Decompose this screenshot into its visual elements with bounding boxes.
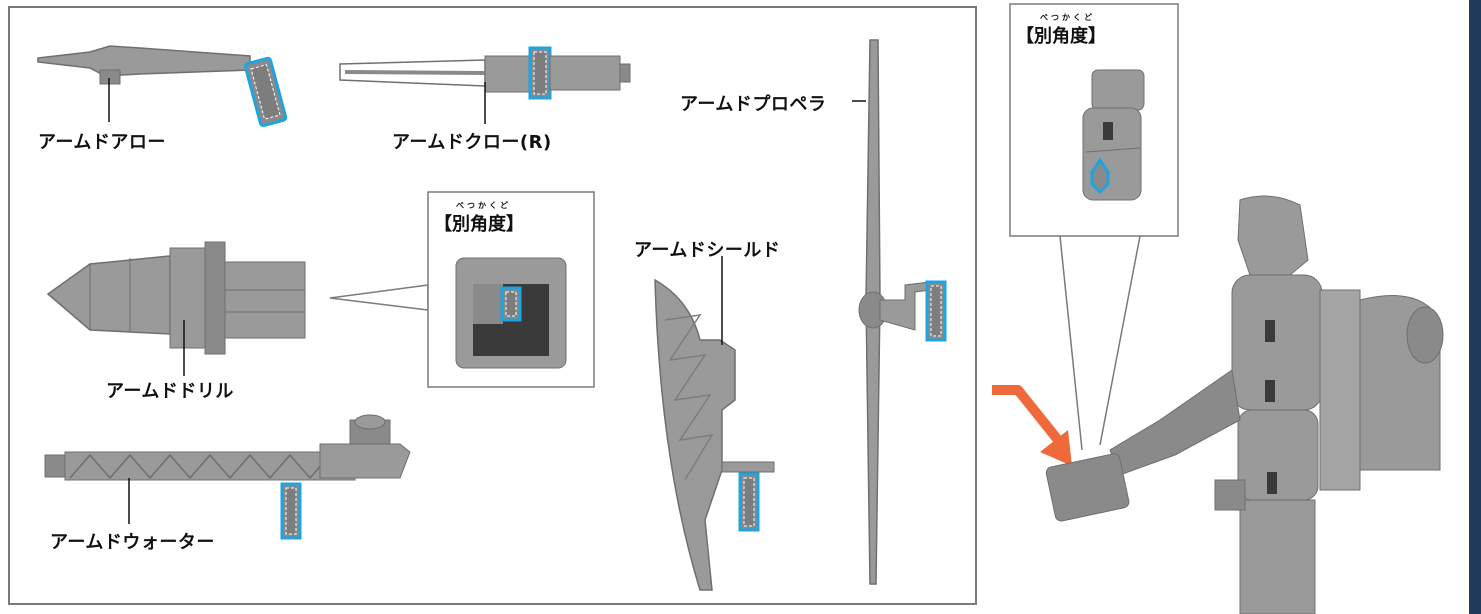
pointer-arrow <box>992 385 1072 466</box>
angle-label-left: 【別角度】 <box>434 214 524 235</box>
label-armed-propeller: アームドプロペラ <box>680 94 827 115</box>
label-armed-drill: アームドドリル <box>106 381 234 402</box>
armed-water-part <box>44 414 411 540</box>
label-armed-arrow: アームドアロー <box>38 132 166 153</box>
label-armed-water: アームドウォーター <box>50 532 215 553</box>
label-armed-claw: アームドクロー(R) <box>392 132 552 153</box>
angle-ruby-left: べつかくど <box>456 201 511 210</box>
armed-arrow-part <box>37 45 288 128</box>
angle-label-right: 【別角度】 <box>1016 26 1106 47</box>
armed-drill-part <box>46 241 429 376</box>
figure-body <box>1045 195 1444 614</box>
page-edge-bar <box>1469 0 1481 614</box>
armed-shield-part <box>654 256 775 591</box>
hand-angle-view <box>1009 3 1179 451</box>
angle-ruby-right: べつかくど <box>1040 13 1095 22</box>
drill-angle-view <box>427 191 595 388</box>
armed-propeller-part <box>852 39 947 585</box>
label-armed-shield: アームドシールド <box>634 240 781 261</box>
armed-claw-part <box>339 46 631 124</box>
parts-panel <box>8 6 977 605</box>
